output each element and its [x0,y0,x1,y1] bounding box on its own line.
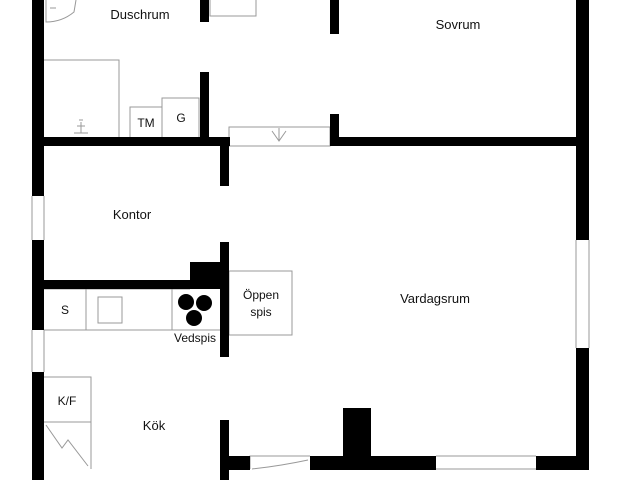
zigzag-icon [45,424,89,467]
wall-bedroom-bottom [330,137,576,146]
wall-bottom-left [310,456,436,470]
wood-stove-icon [178,294,212,326]
washbasin-icon [45,0,77,23]
room-label-kok: Kök [143,418,166,433]
fridge-box [44,376,92,469]
room-label-vardagsrum: Vardagsrum [400,291,470,306]
wall-office-living [220,146,229,186]
entrance-door [249,455,310,469]
wall-shower-bedroom [330,0,339,34]
walls [32,0,589,480]
room-label-kontor: Kontor [113,207,152,222]
wall-right-top [576,0,589,240]
fireplace-box [228,270,293,336]
bathroom-cabinet [209,0,257,17]
fixture-label-s: S [61,303,69,317]
fixture-label-spis: spis [250,305,271,319]
room-label-duschrum: Duschrum [110,7,169,22]
sink-icon [97,296,123,324]
fixture-label-kf: K/F [58,394,77,408]
fixture-label-oppen: Öppen [243,288,279,302]
g-box [161,97,200,137]
fixture-label-vedspis: Vedspis [174,331,216,345]
fixture-label-g: G [176,111,185,125]
shower-area [44,59,120,137]
chimney-block [343,408,371,458]
wall-left-bottom [32,372,44,480]
chimney [190,262,220,289]
thin-lines [31,0,590,470]
wall-left-top [32,0,44,196]
wall-bottom-right [536,456,589,470]
wall-bottom-entry [229,456,250,470]
wall-office-kitchen [44,280,220,289]
shower-fitting-icon [74,119,88,134]
wall-left-mid [32,240,44,330]
fixture-label-tm: TM [137,116,154,130]
room-label-sovrum: Sovrum [436,17,481,32]
wall-right-bottom [576,348,589,470]
wall-shower-bedroom-lower [330,114,339,146]
wall-shower-bottom [44,137,230,146]
tm-box [129,106,163,137]
